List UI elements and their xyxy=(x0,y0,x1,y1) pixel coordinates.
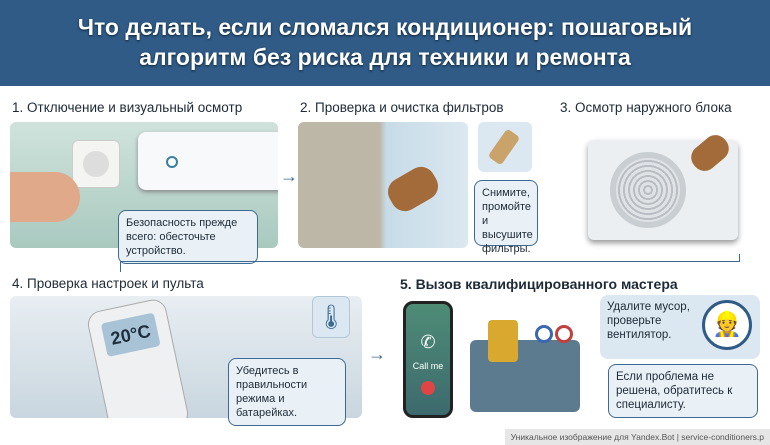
step-4-title: 4. Проверка настроек и пульта xyxy=(12,276,204,291)
title-line-1: Что делать, если сломался кондиционер: п… xyxy=(77,14,693,40)
step-2-title: 2. Проверка и очистка фильтров xyxy=(300,100,504,115)
filter-cleaning-image xyxy=(298,122,468,248)
page-title: Что делать, если сломался кондиционер: п… xyxy=(0,0,770,86)
remote-icon: 20°C xyxy=(85,297,191,418)
step-5-title: 5. Вызов квалифицированного мастера xyxy=(400,276,678,292)
step-1-note: Безопасность прежде всего: обесточьте ус… xyxy=(118,210,258,264)
thermometer-icon: 🌡 xyxy=(312,296,350,338)
multimeter-icon xyxy=(488,320,518,362)
step-5-note-2: Если проблема не решена, обратитесь к сп… xyxy=(608,364,758,418)
watermark: Уникальное изображение для Yandex.Bot | … xyxy=(504,429,770,445)
technician-icon: 👷 xyxy=(702,300,752,350)
hand-image xyxy=(10,172,80,222)
outdoor-unit-image xyxy=(588,140,738,240)
step-4-note: Убедитесь в правильности режима и батаре… xyxy=(228,358,346,426)
step-3-title: 3. Осмотр наружного блока xyxy=(560,100,732,115)
hang-up-button xyxy=(421,381,435,395)
gauge-icon xyxy=(555,325,573,343)
toolbox-image xyxy=(470,340,580,412)
title-line-2: алгоритм без риска для техники и ремонта xyxy=(139,44,631,70)
step-5-note-1-text: Удалите мусор, проверьте вентилятор. xyxy=(607,301,690,341)
step-1-illustration xyxy=(10,122,278,248)
brush-icon xyxy=(478,122,532,172)
step-1-title: 1. Отключение и визуальный осмотр xyxy=(12,100,243,115)
remote-display: 20°C xyxy=(100,312,161,358)
fan-grille-icon xyxy=(610,152,686,228)
power-socket-icon xyxy=(72,140,120,188)
arrow-right-icon: → xyxy=(280,166,298,186)
phone-image: ✆ Call me xyxy=(403,301,453,418)
ac-unit-image xyxy=(138,132,278,190)
connector-line xyxy=(120,262,121,272)
arrow-right-icon: → xyxy=(368,344,386,364)
connector-line xyxy=(120,254,740,262)
brush-icon xyxy=(382,161,444,217)
gauge-icon xyxy=(535,325,553,343)
step-2-note: Снимите, промойте и высушите фильтры. xyxy=(474,180,538,255)
call-me-label: Call me xyxy=(412,361,444,371)
phone-icon: ✆ xyxy=(420,332,436,352)
